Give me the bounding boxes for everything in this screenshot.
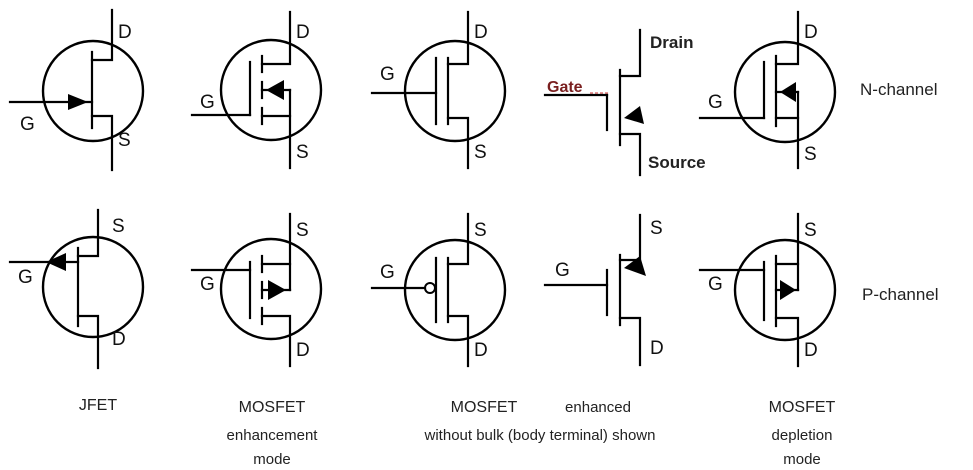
gate-label: G (380, 262, 395, 283)
source-text: Source (648, 153, 706, 172)
mosfet-enh-caption-line3: mode (253, 451, 291, 468)
p-channel-jfet-symbol: S D G (8, 208, 145, 370)
gate-label: G (200, 92, 215, 113)
gate-label: G (200, 274, 215, 295)
p-channel-mosfet-no-bulk-symbol: S D G (370, 212, 507, 368)
drain-label: D (118, 22, 132, 43)
p-channel-label: P-channel (862, 285, 939, 304)
drain-label: D (296, 340, 310, 361)
mosfet-nobulk-caption-line1: MOSFET (451, 399, 518, 416)
mosfet-nobulk-caption-line2: without bulk (body terminal) shown (424, 427, 656, 444)
gate-text: Gate (547, 79, 583, 96)
mosfet-dep-caption-line3: mode (783, 451, 821, 468)
p-channel-mosfet-depletion-symbol: S D G (698, 212, 837, 368)
drain-label: D (474, 340, 488, 361)
source-label: S (118, 130, 131, 151)
jfet-caption: JFET (79, 397, 117, 414)
source-label: S (112, 216, 125, 237)
n-channel-jfet-symbol: D S G (8, 8, 145, 172)
mosfet-dep-caption-line2: depletion (772, 427, 833, 444)
source-label: S (804, 220, 817, 241)
n-channel-enhanced-labeled-symbol: Drain Gate Source (543, 28, 706, 177)
n-channel-mosfet-enhancement-symbol: D S G (190, 10, 323, 170)
drain-label: D (112, 329, 126, 350)
mosfet-dep-caption-line1: MOSFET (769, 399, 836, 416)
drain-label: D (650, 338, 664, 359)
gate-label: G (555, 260, 570, 281)
n-channel-label: N-channel (860, 80, 938, 99)
drain-label: D (804, 340, 818, 361)
source-label: S (804, 144, 817, 165)
n-channel-mosfet-depletion-symbol: D S G (698, 10, 837, 170)
drain-label: D (296, 22, 310, 43)
gate-label: G (708, 92, 723, 113)
n-channel-mosfet-no-bulk-symbol: D S G (370, 10, 507, 170)
enhanced-caption: enhanced (565, 399, 631, 416)
source-label: S (650, 218, 663, 239)
p-channel-enhanced-symbol: S D G (543, 213, 664, 367)
source-label: S (296, 142, 309, 163)
gate-label: G (20, 114, 35, 135)
source-label: S (474, 142, 487, 163)
mosfet-enh-caption-line1: MOSFET (239, 399, 306, 416)
drain-label: D (474, 22, 488, 43)
gate-label: G (18, 267, 33, 288)
p-channel-mosfet-enhancement-symbol: S D G (190, 212, 323, 368)
mosfet-enh-caption-line2: enhancement (227, 427, 319, 444)
gate-label: G (380, 64, 395, 85)
gate-label: G (708, 274, 723, 295)
source-label: S (474, 220, 487, 241)
drain-text: Drain (650, 33, 693, 52)
drain-label: D (804, 22, 818, 43)
source-label: S (296, 220, 309, 241)
